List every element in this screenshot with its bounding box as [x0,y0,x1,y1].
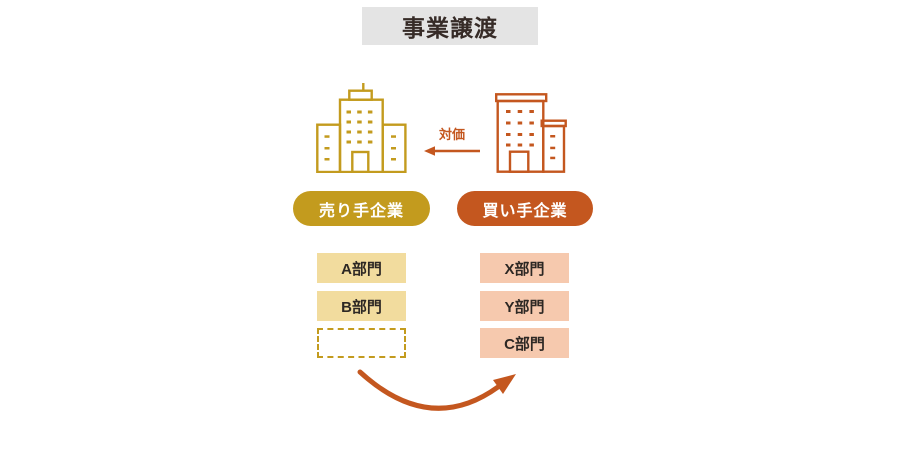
buyer-building-icon [495,93,567,173]
page-title: 事業譲渡 [362,7,538,45]
buyer-department-x: X部門 [480,253,569,283]
page-title-text: 事業譲渡 [402,15,498,41]
seller-building-icon [316,83,407,173]
buyer-building-windows [506,110,556,160]
arrow-left-icon [424,146,480,156]
seller-department-b: B部門 [317,291,406,321]
payment-arrow-label: 対価 [438,127,465,142]
buyer-department-y: Y部門 [480,291,569,321]
buyer-company-label: 買い手企業 [457,191,593,226]
seller-department-a: A部門 [317,253,406,283]
buyer-department-c: C部門 [480,328,569,358]
seller-building-windows [324,110,396,161]
seller-empty-department-slot [317,328,406,358]
seller-company-label: 売り手企業 [293,191,430,226]
curved-arrow-right-icon [357,369,516,411]
